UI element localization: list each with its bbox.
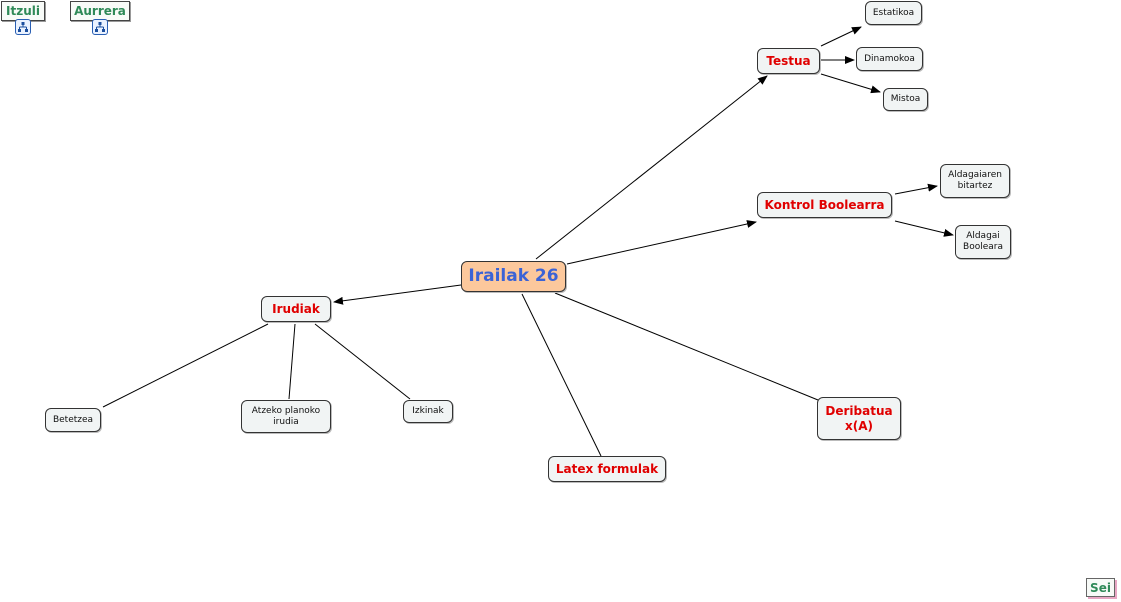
hierarchy-icon	[18, 22, 28, 32]
node-izkinak[interactable]: Izkinak	[403, 400, 453, 423]
hierarchy-icon	[95, 22, 105, 32]
node-label-line2: irudia	[273, 416, 299, 427]
center-node[interactable]: Irailak 26	[461, 261, 566, 292]
edge-kontrol-aldagai	[894, 220, 954, 237]
node-label-line1: Aldagai	[966, 231, 1000, 241]
edge-center-deribatua	[554, 292, 819, 401]
node-latex-formulak[interactable]: Latex formulak	[548, 456, 666, 482]
node-label-line2: x(A)	[845, 418, 873, 433]
node-aldagai-booleara[interactable]: Aldagai Booleara	[955, 225, 1011, 259]
edge-testua-estatikoa	[820, 26, 862, 47]
node-betetzea[interactable]: Betetzea	[45, 408, 101, 432]
edge-center-testua	[535, 75, 768, 260]
node-deribatua[interactable]: Deribatua x(A)	[817, 397, 901, 440]
sei-button-label: Sei	[1090, 580, 1111, 595]
node-irudiak[interactable]: Irudiak	[261, 296, 331, 322]
edge-kontrol-aldagaiaren	[894, 183, 938, 195]
node-dinamokoa[interactable]: Dinamokoa	[856, 47, 923, 71]
node-atzeko-planoko-irudia[interactable]: Atzeko planoko irudia	[241, 400, 331, 433]
node-label-line1: Deribatua	[825, 403, 893, 418]
back-button-label: Itzuli	[6, 4, 40, 18]
node-label: Latex formulak	[555, 461, 659, 476]
edge-irudiak-atzeko	[288, 323, 296, 400]
node-label: Dinamokoa	[864, 53, 915, 64]
back-button[interactable]: Itzuli	[1, 1, 45, 21]
center-node-label: Irailak 26	[468, 266, 559, 286]
node-label: Mistoa	[890, 94, 921, 104]
edge-testua-mistoa	[820, 73, 881, 94]
node-label-line1: Aldagaiaren	[948, 170, 1002, 180]
concept-map-icon[interactable]	[92, 19, 108, 35]
node-kontrol-boolearra[interactable]: Kontrol Boolearra	[757, 192, 892, 218]
edge-center-latex	[521, 293, 602, 457]
edge-irudiak-izkinak	[314, 323, 411, 400]
forward-button-label: Aurrera	[74, 4, 126, 18]
node-aldagaiaren-bitartez[interactable]: Aldagaiaren bitartez	[940, 164, 1010, 198]
edge-center-irudiak	[333, 284, 462, 305]
node-estatikoa[interactable]: Estatikoa	[865, 1, 922, 25]
sei-button[interactable]: Sei	[1086, 578, 1115, 597]
node-label: Estatikoa	[872, 7, 915, 18]
node-label: Izkinak	[412, 406, 444, 416]
concept-map-icon[interactable]	[15, 19, 31, 35]
node-testua[interactable]: Testua	[757, 48, 820, 74]
node-label-line1: Atzeko planoko	[251, 405, 321, 416]
node-label: Kontrol Boolearra	[764, 197, 885, 212]
node-label-line2: bitartez	[957, 181, 993, 191]
node-label: Testua	[766, 53, 811, 68]
node-mistoa[interactable]: Mistoa	[883, 88, 928, 111]
edge-irudiak-betetzea	[102, 323, 269, 408]
node-label: Irudiak	[272, 301, 320, 316]
node-label: Betetzea	[52, 414, 94, 425]
edge-center-kontrol	[566, 220, 757, 265]
node-label-line2: Booleara	[963, 242, 1003, 252]
forward-button[interactable]: Aurrera	[70, 1, 130, 21]
